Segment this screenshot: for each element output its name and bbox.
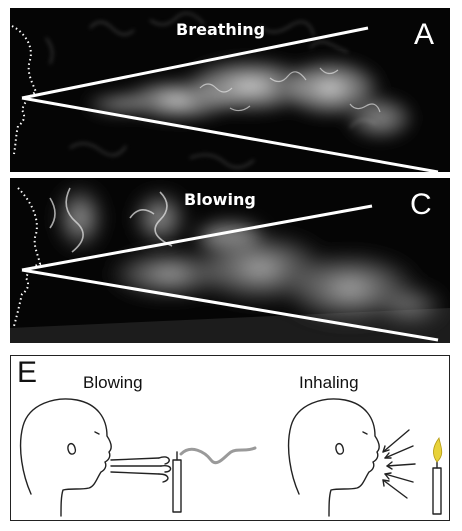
left-head <box>19 398 112 517</box>
panel-c-blowing-photo: Blowing C <box>10 178 450 343</box>
panel-e-illustration: E Blowing Inhaling <box>10 355 450 521</box>
breathing-illustration <box>19 398 443 517</box>
panel-a-letter: A <box>414 18 435 51</box>
left-ear <box>67 442 77 455</box>
right-candle <box>432 467 442 515</box>
inhaling-label: Inhaling <box>299 373 359 392</box>
candle-flame <box>433 437 443 463</box>
blowing-label: Blowing <box>83 373 143 392</box>
right-head <box>287 398 380 517</box>
blowing-smoke-image <box>10 182 450 343</box>
left-eye <box>94 431 100 435</box>
face-outline <box>11 25 38 155</box>
candle-smoke <box>179 446 257 465</box>
cone-upper-line <box>21 26 369 100</box>
cone-lower-line <box>21 268 439 342</box>
right-ear <box>335 442 345 455</box>
breathing-smoke-image <box>11 12 439 172</box>
right-eye <box>362 431 368 435</box>
panel-c-title: Blowing <box>184 190 256 209</box>
panel-e-letter: E <box>17 356 38 389</box>
panel-c-letter: C <box>410 188 432 221</box>
face-outline <box>13 187 42 327</box>
cone-lower-line <box>21 96 439 172</box>
panel-a-title: Breathing <box>176 20 266 39</box>
left-candle <box>172 459 182 513</box>
panel-a-breathing-photo: Breathing A <box>10 8 450 172</box>
cone-upper-line <box>21 204 373 272</box>
